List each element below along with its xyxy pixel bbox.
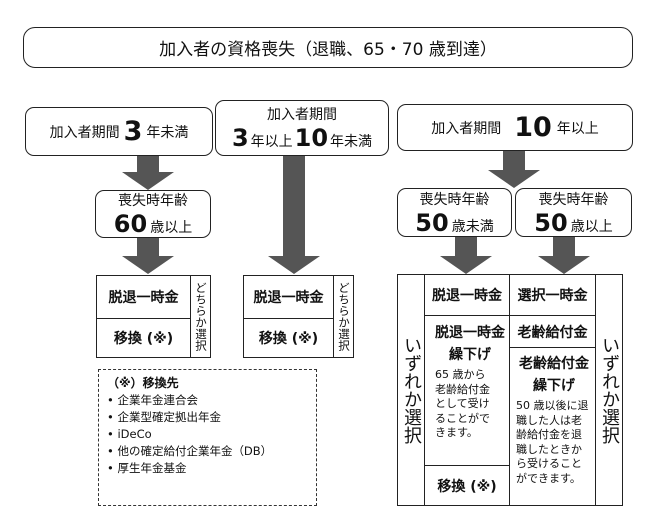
period-number: 3 <box>123 116 143 147</box>
period-suffix: 年未満 <box>146 124 189 141</box>
choose-text: どちらか選択 <box>194 282 208 351</box>
legend-item: • 他の確定給付企業年金（DB） <box>107 444 273 458</box>
choose-one-label: どちらか選択 <box>333 275 354 358</box>
age-label: 喪失時年齢 <box>538 191 609 208</box>
age-number: 50 <box>415 208 449 237</box>
choose-text: いずれか選択 <box>599 336 620 444</box>
option-label: 脱退一時金 <box>108 290 179 306</box>
option-label: 選択一時金 <box>517 288 588 304</box>
option-deferred-withdrawal: 脱退一時金 繰下げ 65 歳から老齢給付金として受けることができます。 <box>424 315 510 466</box>
period-label: 加入者期間 <box>49 124 120 141</box>
choose-text: どちらか選択 <box>337 282 351 351</box>
option-transfer: 移換 (※) <box>424 465 510 506</box>
period-number-min: 3 <box>231 124 249 152</box>
transfer-destinations-note: （※）移換先 • 企業年金連合会 • 企業型確定拠出年金 • iDeCo • 他… <box>98 369 317 506</box>
legend-item: • 企業型確定拠出年金 <box>107 410 221 424</box>
title-box: 加入者の資格喪失（退職、65・70 歳到達） <box>23 27 633 68</box>
option-label: 移換 (※) <box>113 331 174 347</box>
period-suffix: 年以上 <box>556 120 599 137</box>
option-label: 脱退一時金 <box>432 288 502 304</box>
option-label: 移換 (※) <box>437 478 497 495</box>
option-old-age-benefit: 老齢給付金 <box>509 315 596 348</box>
option-label: 脱退一時金 <box>435 325 505 341</box>
legend-item: • 厚生年金基金 <box>107 461 187 475</box>
down-arrow <box>122 156 174 190</box>
option-label: 老齢給付金 <box>517 324 588 341</box>
age-suffix: 歳未満 <box>451 218 494 235</box>
option-withdrawal-lump-sum: 脱退一時金 <box>424 274 510 316</box>
age-number: 50 <box>534 208 568 237</box>
period-mid: 年以上 <box>250 134 293 150</box>
option-label: 老齢給付金 <box>519 356 589 372</box>
age-suffix: 歳以上 <box>570 218 613 235</box>
option-label: 移換 (※) <box>258 331 319 347</box>
period-label: 加入者期間 <box>431 120 502 137</box>
option-label: 脱退一時金 <box>253 290 324 306</box>
legend-item: • 企業年金連合会 <box>107 393 198 407</box>
period-suffix: 年未満 <box>330 134 373 150</box>
option-note: 50 歳以後に退職した人は老齢給付金を退職したときから受けることができます。 <box>516 399 589 485</box>
down-arrow <box>538 237 590 274</box>
age-under-50-box: 喪失時年齢 50 歳未満 <box>397 188 512 237</box>
period-number-max: 10 <box>294 124 329 152</box>
option-transfer: 移換 (※) <box>243 318 334 358</box>
age-number: 60 <box>113 210 148 238</box>
option-deferred-old-age-benefit: 老齢給付金 繰下げ 50 歳以後に退職した人は老齢給付金を退職したときから受ける… <box>509 347 596 506</box>
period-3-to-10-box: 加入者期間 3 年以上 10 年未満 <box>215 100 389 156</box>
down-arrow <box>440 237 492 274</box>
option-withdrawal-lump-sum: 脱退一時金 <box>243 275 334 319</box>
choose-one-right: いずれか選択 <box>595 274 623 506</box>
choose-one-label: どちらか選択 <box>190 275 211 358</box>
period-under-3-box: 加入者期間 3 年未満 <box>25 107 213 156</box>
legend-item: • iDeCo <box>107 427 152 441</box>
period-label: 加入者期間 <box>267 107 337 123</box>
legend-title: （※）移換先 <box>107 376 179 390</box>
option-sublabel: 繰下げ <box>533 378 575 394</box>
option-transfer: 移換 (※) <box>96 318 191 358</box>
option-sublabel: 繰下げ <box>449 347 491 363</box>
option-withdrawal-lump-sum: 脱退一時金 <box>96 275 191 319</box>
choose-one-left: いずれか選択 <box>397 274 425 506</box>
age-50-plus-box: 喪失時年齢 50 歳以上 <box>515 188 632 237</box>
age-suffix: 歳以上 <box>150 220 193 236</box>
period-number: 10 <box>514 112 552 143</box>
diagram-title: 加入者の資格喪失（退職、65・70 歳到達） <box>159 40 497 60</box>
age-label: 喪失時年齢 <box>118 193 188 209</box>
age-label: 喪失時年齢 <box>419 191 490 208</box>
down-arrow <box>122 238 174 274</box>
option-selected-lump-sum: 選択一時金 <box>509 274 596 316</box>
age-60-box: 喪失時年齢 60 歳以上 <box>95 190 211 238</box>
period-10-plus-box: 加入者期間 10 年以上 <box>397 104 633 151</box>
down-arrow <box>488 151 540 188</box>
choose-text: いずれか選択 <box>401 336 422 444</box>
option-note: 65 歳から老齢給付金として受けることができます。 <box>435 368 490 439</box>
long-down-arrow <box>268 156 320 274</box>
